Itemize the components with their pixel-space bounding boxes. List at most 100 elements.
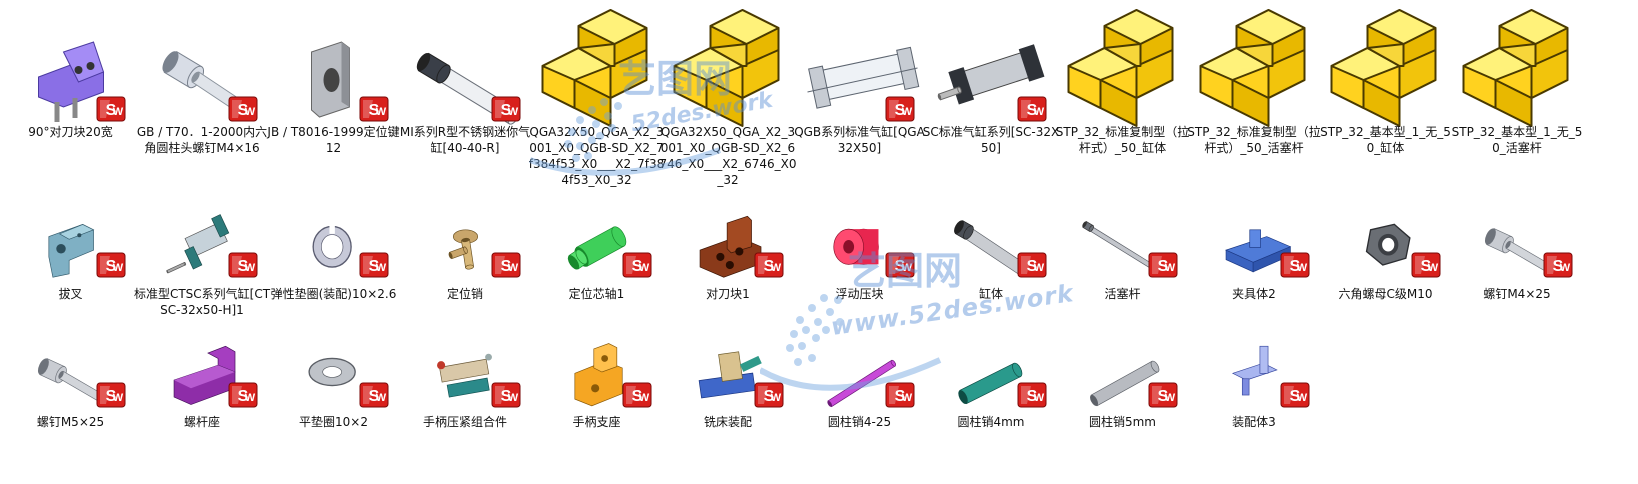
file-item[interactable]: STP_32_标准复制型（拉杆式）_50_活塞杆 — [1186, 8, 1323, 194]
svg-text:W: W — [507, 106, 518, 118]
file-item[interactable]: S W 螺杆座 — [134, 330, 271, 484]
svg-text:S: S — [369, 102, 380, 119]
svg-text:W: W — [244, 106, 255, 118]
hex-nut-icon — [1321, 200, 1450, 284]
svg-text:S: S — [237, 388, 248, 405]
svg-text:W: W — [376, 262, 387, 274]
file-name-label: QGA32X50_QGA_X2_3001_X0_QGB-SD_X2_7f384f… — [528, 125, 665, 187]
svg-text:W: W — [113, 262, 124, 274]
solidworks-file-icon: S W — [1411, 252, 1441, 278]
svg-text:S: S — [1421, 258, 1432, 275]
file-name-label: 圆柱销5mm — [1088, 415, 1156, 429]
svg-text:W: W — [376, 392, 387, 404]
solidworks-file-icon: S W — [228, 382, 257, 408]
green-mandrel-icon — [532, 200, 661, 284]
file-item[interactable]: S W 装配体3 — [1186, 330, 1323, 484]
svg-text:S: S — [895, 102, 906, 119]
svg-text:S: S — [500, 258, 511, 275]
file-name-label: GB / T70．1-2000内六角圆柱头螺钉M4×16 — [136, 125, 268, 155]
fixture-body-icon — [1190, 200, 1319, 284]
svg-text:S: S — [1289, 258, 1300, 275]
file-name-label: SC标准气缸系列[SC-32X50] — [922, 125, 1060, 155]
svg-text:S: S — [1026, 388, 1037, 405]
solidworks-file-icon: S W — [1017, 96, 1046, 122]
svg-text:S: S — [237, 102, 248, 119]
file-item[interactable]: S W 圆柱销4-25 — [791, 330, 928, 484]
svg-text:W: W — [1165, 262, 1176, 274]
file-item[interactable]: S W 定位芯轴1 — [528, 200, 665, 356]
svg-text:W: W — [902, 106, 913, 118]
file-name-label: 螺钉M4×25 — [1483, 287, 1551, 301]
file-grid: S W 90°对刀块20宽 S W GB / T70．1-2000内六角圆柱头螺… — [2, 8, 1586, 429]
svg-text:W: W — [770, 392, 781, 404]
spring-washer-icon — [269, 200, 398, 284]
svg-text:S: S — [763, 258, 774, 275]
svg-text:W: W — [1033, 262, 1044, 274]
solidworks-file-icon: S W — [1148, 382, 1178, 408]
file-item[interactable]: S W 手柄支座 — [528, 330, 665, 484]
svg-text:S: S — [1289, 388, 1300, 405]
file-item[interactable]: S W QGB系列标准气缸[QGA32X50] — [791, 8, 928, 194]
file-item[interactable]: S W MI系列R型不锈钢迷你气缸[40-40-R] — [397, 8, 534, 194]
file-item[interactable]: STP_32_基本型_1_无_50_缸体 — [1317, 8, 1454, 194]
file-name-label: STP_32_标准复制型（拉杆式）_50_缸体 — [1055, 125, 1190, 155]
file-name-label: 铣床装配 — [703, 415, 752, 429]
file-item[interactable]: S W 夹具体2 — [1186, 200, 1323, 356]
solidworks-file-icon: S W — [1148, 252, 1178, 278]
file-item[interactable]: S W 平垫圈10×2 — [265, 330, 402, 484]
file-item[interactable]: S W 标准型CTSC系列气缸[CTSC-32x50-H]1 — [134, 200, 271, 356]
svg-text:S: S — [106, 258, 117, 275]
file-item[interactable]: S W 螺钉M4×25 — [1449, 200, 1586, 356]
svg-text:S: S — [1158, 258, 1169, 275]
file-name-label: 手柄支座 — [572, 415, 621, 429]
svg-text:W: W — [1296, 392, 1307, 404]
file-item[interactable]: S W 拔叉 — [2, 200, 139, 356]
file-item[interactable]: S W 缸体 — [923, 200, 1060, 356]
flat-washer-icon — [269, 330, 398, 414]
file-item[interactable]: QGA32X50_QGA_X2_3001_X0_QGB-SD_X2_6746_X… — [660, 8, 797, 194]
purple-bracket-icon — [138, 330, 267, 414]
svg-text:S: S — [106, 102, 117, 119]
purple-block-part-icon — [6, 8, 135, 132]
svg-text:S: S — [106, 388, 117, 405]
file-name-label: 手柄压紧组合件 — [422, 415, 507, 429]
file-item[interactable]: S W 活塞杆 — [1054, 200, 1191, 356]
file-name-label: 弹性垫圈(装配)10×2.6 — [270, 287, 397, 301]
file-item[interactable]: S W 螺钉M5×25 — [2, 330, 139, 484]
svg-text:S: S — [632, 258, 643, 275]
file-item[interactable]: S W 浮动压块 — [791, 200, 928, 356]
file-item[interactable]: S W 六角螺母C级M10 — [1317, 200, 1454, 356]
brown-setting-block-icon — [664, 200, 793, 284]
svg-text:W: W — [1033, 106, 1044, 118]
file-item[interactable]: S W 定位销 — [397, 200, 534, 356]
solidworks-file-icon: S W — [885, 96, 915, 122]
file-item[interactable]: S W 手柄压紧组合件 — [397, 330, 534, 484]
solidworks-file-icon: S W — [1280, 252, 1309, 278]
solidworks-file-icon: S W — [754, 382, 783, 408]
file-item[interactable]: STP_32_基本型_1_无_50_活塞杆 — [1449, 8, 1586, 194]
file-item[interactable]: S W 圆柱销5mm — [1054, 330, 1191, 484]
svg-text:S: S — [895, 258, 906, 275]
file-name-label: 缸体 — [978, 287, 1003, 301]
file-item[interactable]: STP_32_标准复制型（拉杆式）_50_缸体 — [1054, 8, 1191, 194]
svg-text:W: W — [1428, 262, 1439, 274]
file-item[interactable]: S W SC标准气缸系列[SC-32X50] — [923, 8, 1060, 194]
svg-text:S: S — [763, 388, 774, 405]
file-item[interactable]: S W 90°对刀块20宽 — [2, 8, 139, 194]
svg-text:W: W — [902, 392, 913, 404]
step-placeholder-icon — [532, 8, 661, 132]
file-item[interactable]: S W 对刀块1 — [660, 200, 797, 356]
milling-assembly-icon — [664, 330, 793, 414]
file-item[interactable]: S W 弹性垫圈(装配)10×2.6 — [265, 200, 402, 356]
file-item[interactable]: S W 圆柱销4mm — [923, 330, 1060, 484]
transparent-cylinder-icon — [795, 8, 924, 132]
solidworks-file-icon: S W — [96, 382, 126, 408]
file-item[interactable]: S W GB / T70．1-2000内六角圆柱头螺钉M4×16 — [134, 8, 271, 194]
file-name-label: 定位销 — [446, 287, 483, 301]
shift-fork-icon — [6, 200, 135, 284]
file-item[interactable]: S W 铣床装配 — [660, 330, 797, 484]
file-item[interactable]: QGA32X50_QGA_X2_3001_X0_QGB-SD_X2_7f384f… — [528, 8, 665, 194]
file-item[interactable]: S W JB / T8016-1999定位键12 — [265, 8, 402, 194]
svg-text:S: S — [632, 388, 643, 405]
svg-text:W: W — [902, 262, 913, 274]
